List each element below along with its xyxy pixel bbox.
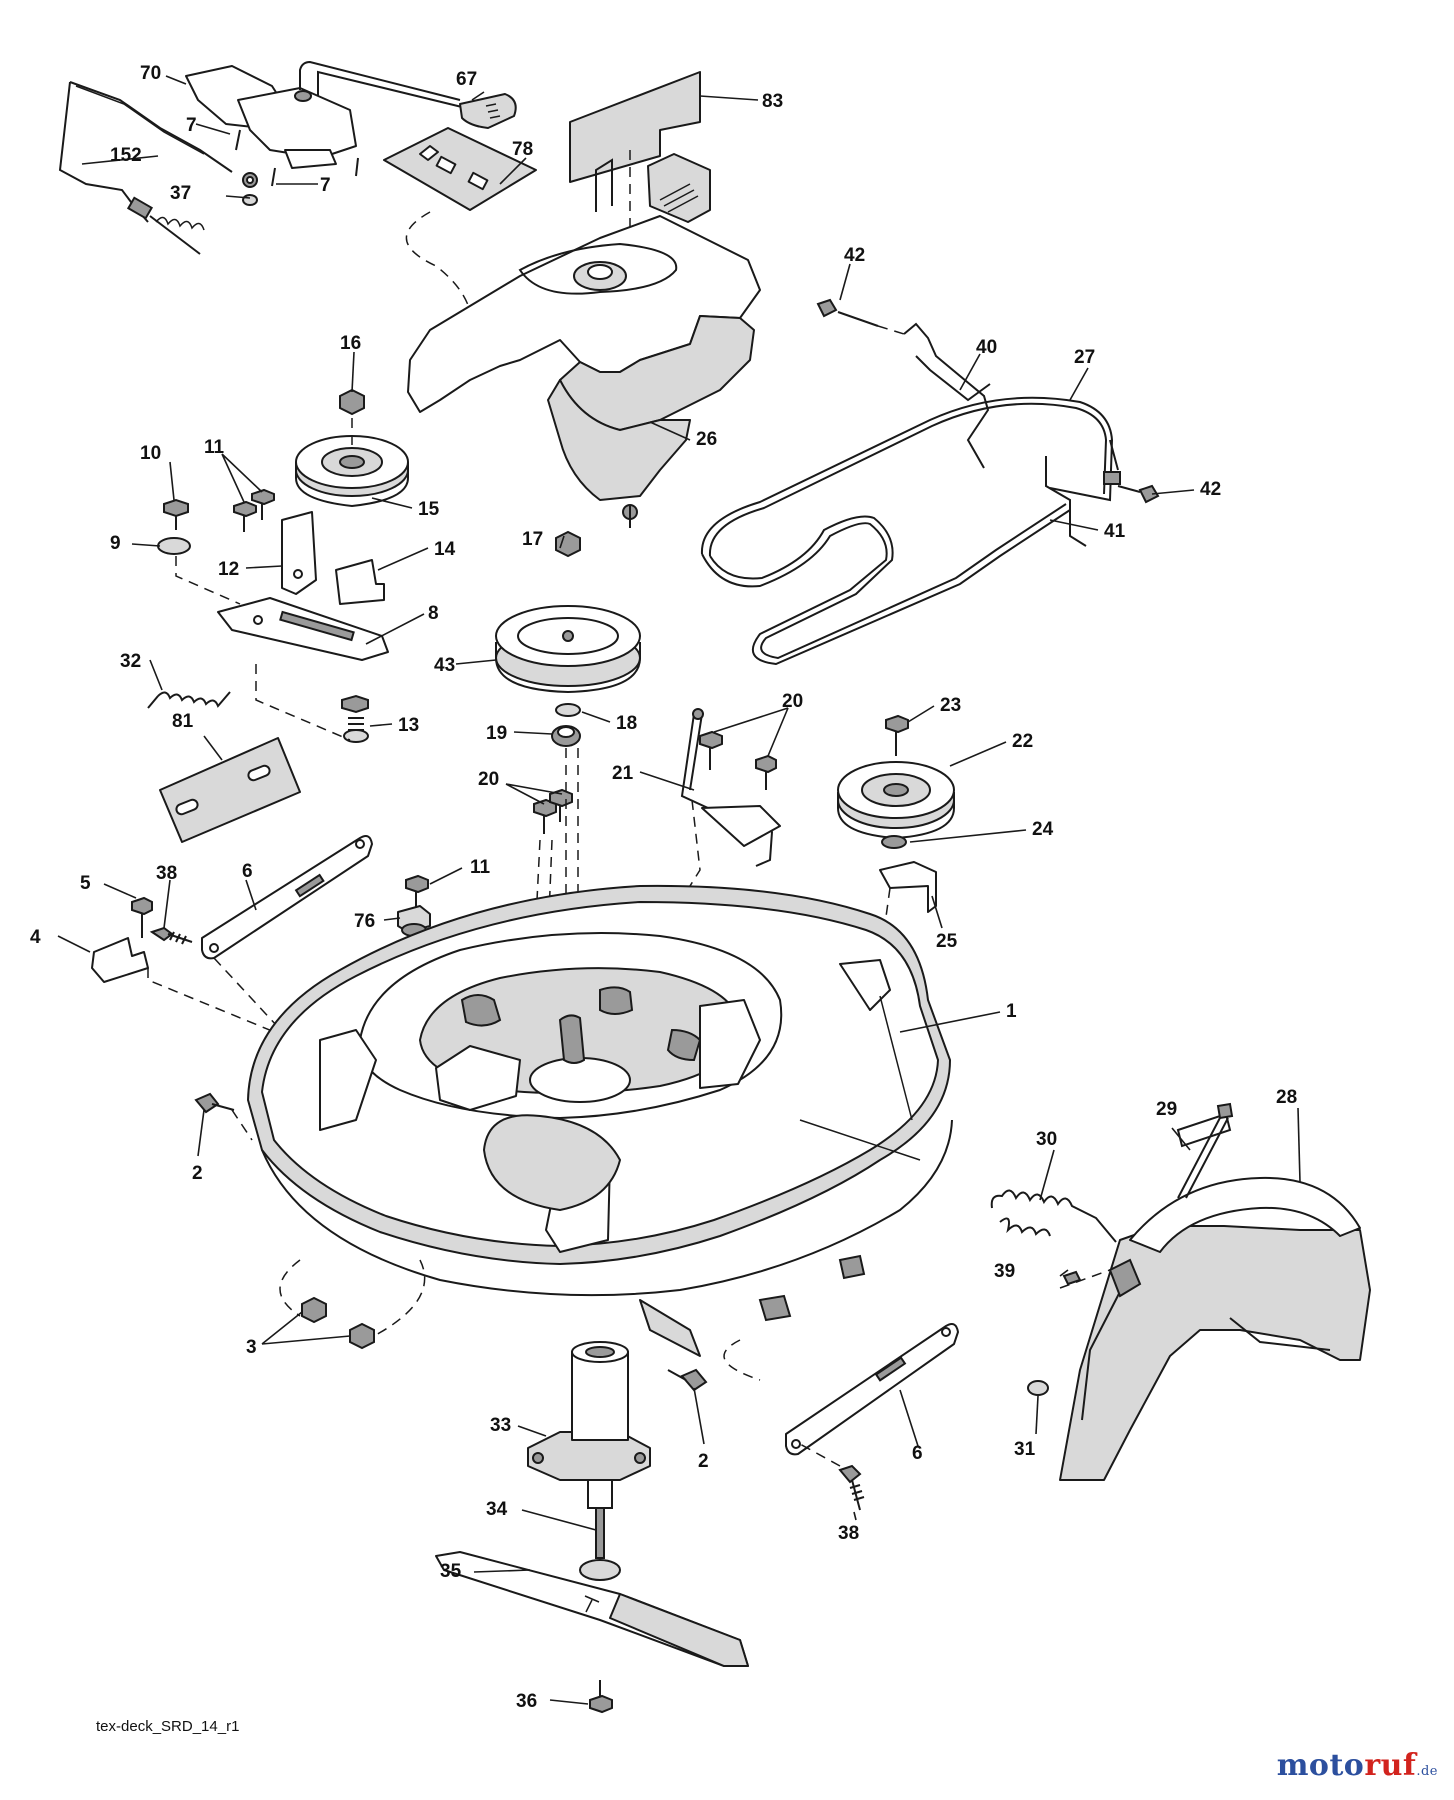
callout-6: 6 — [912, 1443, 923, 1464]
callout-1: 1 — [1006, 1001, 1017, 1022]
discharge-chute-28 — [990, 1102, 1371, 1481]
callout-83: 83 — [762, 91, 784, 112]
callout-31: 31 — [1014, 1439, 1036, 1460]
watermark-logo: motoruf.de — [1277, 1748, 1438, 1783]
callout-leaders — [57, 75, 1301, 1705]
callout-19: 19 — [486, 723, 508, 744]
callout-67: 67 — [456, 69, 478, 90]
callout-3: 3 — [246, 1337, 257, 1358]
callout-2: 2 — [192, 1163, 203, 1184]
callout-22: 22 — [1012, 731, 1034, 752]
callout-4: 4 — [30, 927, 41, 948]
belt-cover-26 — [407, 153, 761, 528]
label-83 — [569, 71, 701, 230]
callout-42: 42 — [1200, 479, 1222, 500]
callout-18: 18 — [616, 713, 638, 734]
callout-32: 32 — [120, 651, 142, 672]
callout-14: 14 — [434, 539, 456, 560]
callout-76: 76 — [354, 911, 376, 932]
callout-27: 27 — [1074, 347, 1096, 368]
idler-arm-assembly — [147, 488, 389, 743]
blade-35 — [435, 1551, 749, 1714]
callout-15: 15 — [418, 499, 440, 520]
callout-16: 16 — [340, 333, 362, 354]
callout-34: 34 — [486, 1499, 508, 1520]
callout-6: 6 — [242, 861, 253, 882]
callout-81: 81 — [172, 711, 194, 732]
callout-30: 30 — [1036, 1129, 1058, 1150]
callout-38: 38 — [156, 863, 178, 884]
callout-13: 13 — [398, 715, 420, 736]
callout-9: 9 — [110, 533, 121, 554]
callout-8: 8 — [428, 603, 439, 624]
callout-29: 29 — [1156, 1099, 1178, 1120]
callout-28: 28 — [1276, 1087, 1298, 1108]
watermark-part-a: moto — [1276, 1748, 1365, 1783]
callout-20: 20 — [478, 769, 500, 790]
callout-7: 7 — [186, 115, 197, 136]
watermark-suffix: .de — [1416, 1764, 1438, 1779]
callout-39: 39 — [994, 1261, 1016, 1282]
spindle-33 — [527, 1341, 651, 1581]
callout-33: 33 — [490, 1415, 512, 1436]
callout-11: 11 — [204, 437, 225, 458]
deck-hanger-right — [723, 1323, 959, 1511]
spindle-pulley-43 — [495, 530, 641, 747]
callout-5: 5 — [80, 873, 91, 894]
plate-81 — [159, 737, 301, 843]
callout-11: 11 — [470, 857, 491, 878]
callout-36: 36 — [516, 1691, 538, 1712]
callout-43: 43 — [434, 655, 456, 676]
idler-pulley-22 — [837, 714, 955, 961]
callout-78: 78 — [512, 139, 534, 160]
callout-25: 25 — [936, 931, 958, 952]
callout-40: 40 — [976, 337, 998, 358]
bolt-2 — [194, 1092, 708, 1392]
callout-12: 12 — [218, 559, 240, 580]
mower-deck-1 — [247, 884, 953, 1357]
callout-10: 10 — [140, 443, 162, 464]
idler-pulley-15 — [295, 388, 409, 508]
watermark-part-b: ruf — [1364, 1748, 1417, 1783]
callout-37: 37 — [170, 183, 192, 204]
belt-and-guide-assembly — [700, 298, 1160, 666]
callout-41: 41 — [1104, 521, 1126, 542]
callout-152: 152 — [110, 145, 142, 166]
callout-26: 26 — [696, 429, 718, 450]
callout-38: 38 — [838, 1523, 860, 1544]
nut-3 — [279, 1259, 426, 1350]
deck-hanger-left — [91, 835, 461, 1121]
height-adjust-lever-assembly — [58, 60, 517, 255]
callout-7: 7 — [320, 175, 331, 196]
callout-21: 21 — [612, 763, 634, 784]
callout-20: 20 — [782, 691, 804, 712]
callout-17: 17 — [522, 529, 544, 550]
callout-35: 35 — [440, 1561, 462, 1582]
callout-24: 24 — [1032, 819, 1054, 840]
callout-42: 42 — [844, 245, 866, 266]
callout-70: 70 — [140, 63, 162, 84]
callout-2: 2 — [698, 1451, 709, 1472]
callout-23: 23 — [940, 695, 962, 716]
drawing-code: tex-deck_SRD_14_r1 — [96, 1718, 240, 1735]
